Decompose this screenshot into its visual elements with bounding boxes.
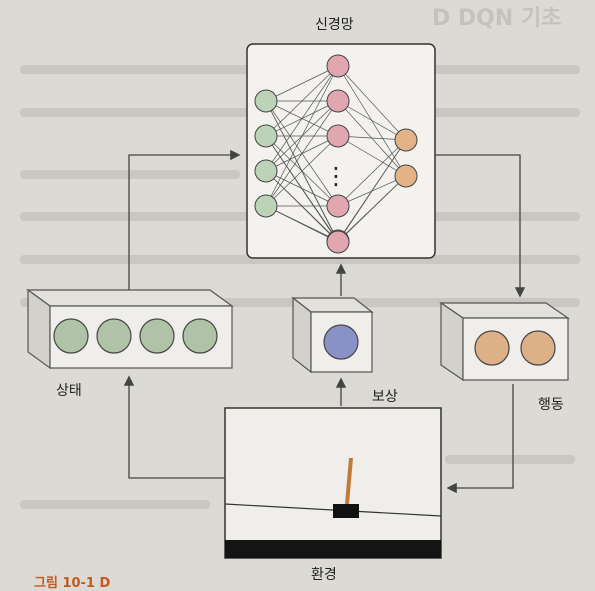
network-edge bbox=[265, 65, 339, 102]
network-edge bbox=[337, 139, 407, 207]
action-box bbox=[439, 301, 570, 382]
state-label: 상태 bbox=[56, 383, 82, 399]
network-edge bbox=[337, 135, 407, 177]
action-nodes bbox=[474, 330, 556, 366]
network-edge bbox=[337, 175, 407, 243]
cart bbox=[333, 504, 359, 518]
environment-panel bbox=[224, 407, 442, 559]
hidden-node bbox=[326, 124, 350, 148]
input-node bbox=[254, 159, 278, 183]
state-box bbox=[26, 288, 234, 370]
reward-label: 보상 bbox=[372, 389, 398, 405]
network-to-action-arrow bbox=[435, 154, 526, 298]
state-node bbox=[96, 318, 132, 354]
reward-node bbox=[323, 324, 359, 360]
state-node bbox=[53, 318, 89, 354]
network-panel bbox=[246, 43, 436, 259]
environment-label: 환경 bbox=[311, 567, 337, 583]
network-edge bbox=[337, 100, 407, 141]
network-edge bbox=[265, 65, 339, 172]
network-nodes bbox=[254, 54, 418, 254]
network-edge bbox=[337, 139, 407, 243]
output-node bbox=[394, 164, 418, 188]
reward-box bbox=[291, 296, 374, 374]
environment-frame bbox=[224, 407, 442, 559]
state-to-network-arrow bbox=[128, 149, 241, 290]
action-label: 행동 bbox=[538, 397, 564, 413]
output-node bbox=[394, 128, 418, 152]
state-box-top bbox=[26, 289, 234, 307]
network-label: 신경망 bbox=[315, 17, 354, 33]
state-nodes bbox=[53, 318, 218, 354]
hidden-node bbox=[326, 89, 350, 113]
action-node bbox=[520, 330, 556, 366]
pole bbox=[345, 457, 353, 505]
network-edge bbox=[265, 170, 339, 207]
figure-caption: 그림 10-1 D bbox=[34, 576, 111, 591]
action-to-environment-arrow bbox=[446, 384, 514, 494]
action-node bbox=[474, 330, 510, 366]
input-node bbox=[254, 89, 278, 113]
hidden-node bbox=[326, 54, 350, 78]
input-node bbox=[254, 124, 278, 148]
network-edge bbox=[337, 100, 407, 177]
network-edge bbox=[337, 65, 407, 141]
network-ellipsis: ⋮ bbox=[324, 162, 348, 190]
network-edges bbox=[265, 65, 407, 243]
state-node bbox=[139, 318, 175, 354]
environment-to-state-arrow bbox=[123, 375, 225, 479]
ground-bar bbox=[225, 540, 441, 558]
network-edge bbox=[265, 65, 339, 207]
network-edge bbox=[337, 65, 407, 177]
hidden-node bbox=[326, 194, 350, 218]
state-node bbox=[182, 318, 218, 354]
hidden-node bbox=[326, 230, 350, 254]
network-edge bbox=[265, 205, 339, 243]
input-node bbox=[254, 194, 278, 218]
network-edge bbox=[265, 135, 339, 207]
network-edge bbox=[265, 65, 339, 137]
network-edge bbox=[265, 100, 339, 207]
